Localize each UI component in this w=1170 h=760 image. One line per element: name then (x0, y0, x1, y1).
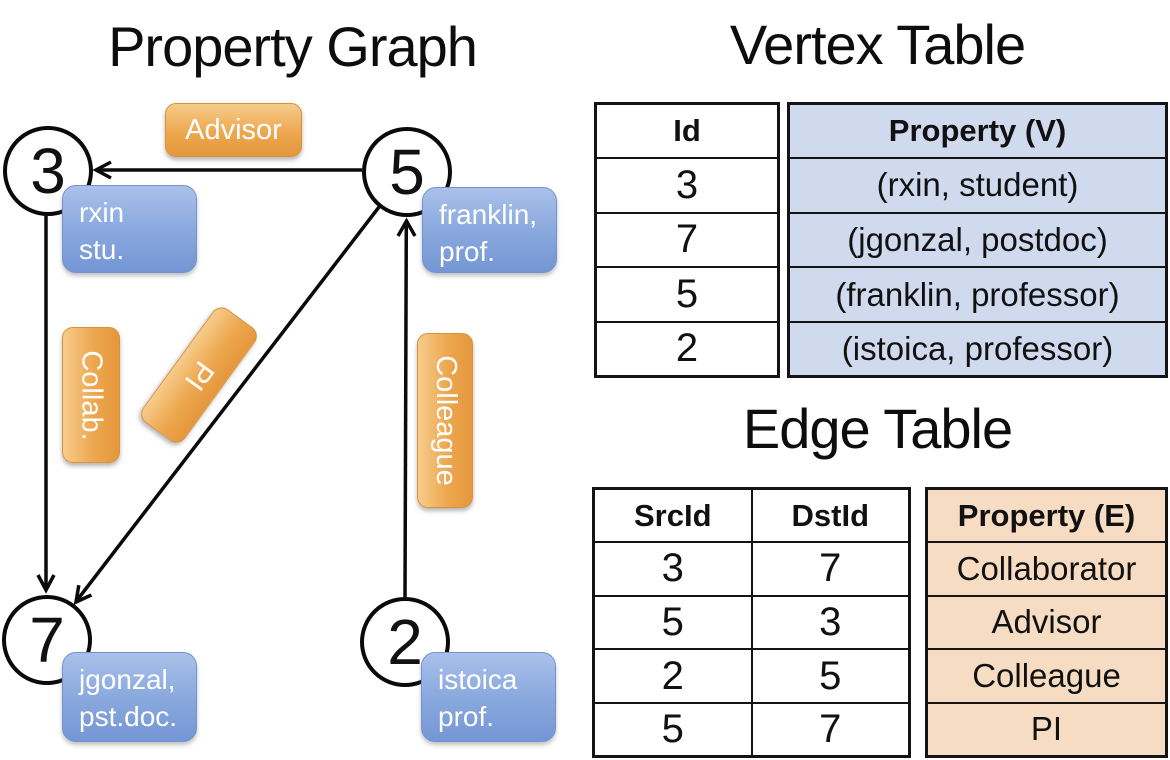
table-row: 5 3 (592, 594, 911, 651)
graph-edges (36, 160, 417, 605)
vertex-prop-line: franklin, (439, 199, 538, 230)
table-row: (franklin, professor) (787, 266, 1168, 323)
edge-line-5-7 (76, 205, 381, 601)
table-row: Collaborator (925, 541, 1168, 597)
edge-table-title: Edge Table (742, 397, 1013, 460)
edge-label-text: Advisor (185, 113, 282, 146)
vertex-prop-line: jgonzal, (79, 664, 176, 695)
table-row: Advisor (925, 594, 1168, 651)
edge-label-text: Collab. (75, 349, 108, 441)
column-header: Property (E) (925, 487, 1168, 544)
edge-label-text: Colleague (429, 355, 462, 486)
arrowhead-5-7 (73, 584, 93, 605)
vertex-prop-box-3: rxin stu. (62, 185, 197, 273)
table-row: (istoica, professor) (787, 320, 1168, 378)
table-row: 3 7 (592, 541, 911, 597)
vertex-prop-box-7: jgonzal, pst.doc. (62, 652, 197, 742)
vertex-table-id-column: Id 3 7 5 2 (594, 102, 780, 378)
vertex-prop-line: prof. (438, 701, 495, 732)
vertex-id: 2 (387, 606, 423, 678)
table-row: 7 (594, 211, 780, 269)
vertex-table-property-column: Property (V) (rxin, student) (jgonzal, p… (787, 102, 1168, 378)
edge-table-id-columns: SrcId DstId 3 7 5 3 2 5 5 7 (592, 487, 911, 758)
vertex-id: 3 (30, 135, 66, 207)
table-row: Colleague (925, 648, 1168, 704)
table-row: 2 (594, 320, 780, 378)
vertex-prop-line: stu. (79, 234, 125, 265)
vertex-circle-2: 2 (360, 597, 450, 687)
arrowhead-5-3 (92, 160, 112, 180)
edge-label-advisor: Advisor (165, 103, 302, 157)
column-header: Property (V) (787, 102, 1168, 160)
edge-table-property-column: Property (E) Collaborator Advisor Collea… (925, 487, 1168, 758)
property-graph-title: Property Graph (108, 15, 478, 78)
edge-label-collab: Collab. (62, 327, 120, 463)
edge-label-colleague: Colleague (417, 333, 473, 508)
edge-line-2-5 (403, 222, 409, 598)
table-row: 3 (594, 157, 780, 214)
vertex-prop-line: pst.doc. (79, 701, 178, 732)
table-row: (rxin, student) (787, 157, 1168, 214)
arrowhead-3-7 (36, 574, 56, 594)
column-header: SrcId (592, 487, 753, 544)
vertex-table: Id 3 7 5 2 Property (V) (rxin, student) … (594, 102, 1168, 378)
vertex-prop-line: istoica (438, 664, 518, 695)
column-header: Id (594, 102, 780, 160)
table-row: (jgonzal, postdoc) (787, 211, 1168, 269)
column-header: DstId (750, 487, 911, 544)
table-row: 5 7 (592, 701, 911, 758)
vertex-prop-line: prof. (439, 236, 496, 267)
vertex-prop-line: rxin (79, 197, 125, 228)
table-row: 5 (594, 266, 780, 323)
vertex-id: 5 (389, 136, 425, 208)
vertex-prop-box-2: istoica prof. (421, 652, 556, 742)
vertex-id: 7 (29, 604, 65, 676)
vertex-table-title: Vertex Table (729, 13, 1026, 76)
vertex-prop-box-5: franklin, prof. (422, 187, 557, 273)
arrowhead-2-5 (396, 217, 417, 237)
edge-table: SrcId DstId 3 7 5 3 2 5 5 7 (592, 487, 1168, 758)
edge-label-text: PI (178, 354, 221, 396)
table-row: 2 5 (592, 648, 911, 704)
table-row: PI (925, 701, 1168, 758)
